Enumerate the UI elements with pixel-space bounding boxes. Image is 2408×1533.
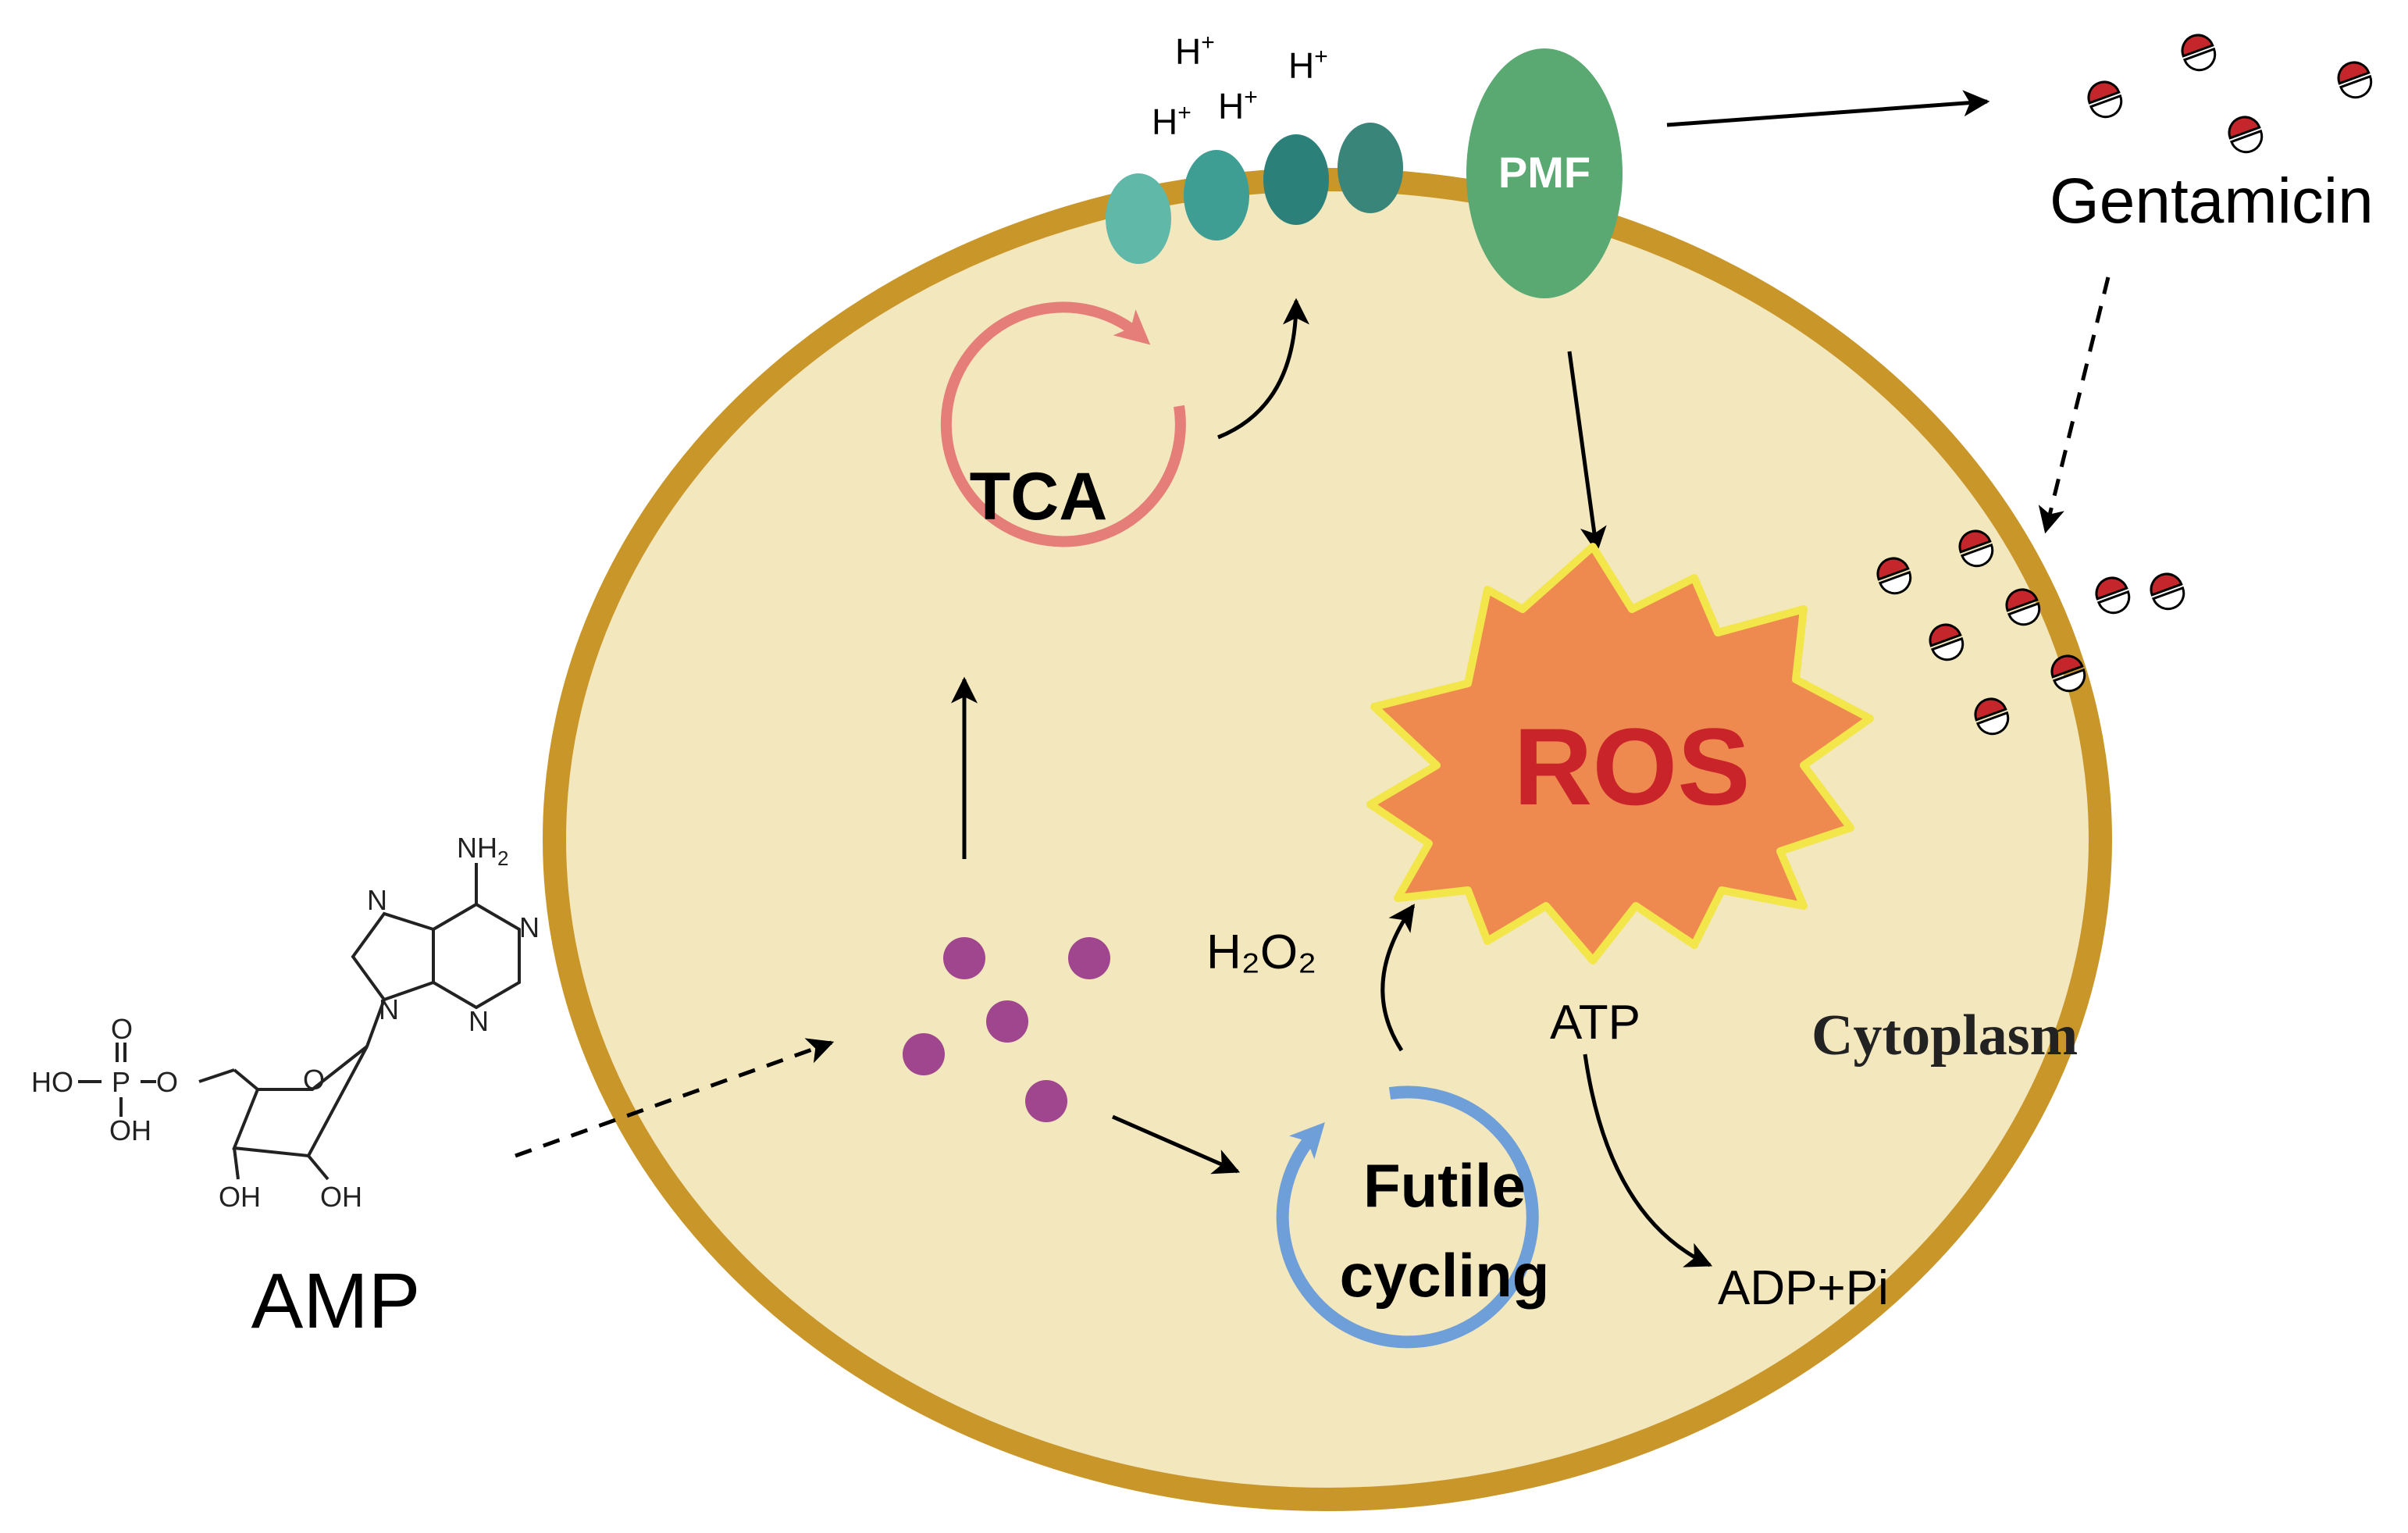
- membrane-channel-2: [1184, 150, 1249, 241]
- arrow-gentamicin-uptake: [2038, 276, 2111, 534]
- gentamicin-molecule: [2087, 80, 2123, 119]
- amp-label: AMP: [251, 1257, 421, 1345]
- amp-oh-phosphate-label: OH: [109, 1114, 151, 1146]
- arrow-amp-uptake: [515, 1038, 835, 1158]
- futile-label-line2: cycling: [1340, 1241, 1550, 1310]
- gentamicin-molecule: [2337, 61, 2373, 99]
- membrane-channel-3: [1263, 134, 1329, 225]
- ros-burst: ROS: [1366, 543, 1874, 964]
- atp-label: ATP: [1550, 996, 1640, 1050]
- gentamicin-molecule: [1929, 623, 1965, 661]
- amp-o-label-double: O: [111, 1013, 133, 1045]
- pmf-protein: [1466, 48, 1623, 298]
- cytoplasm-label: Cytoplasm: [1811, 1004, 2078, 1068]
- proton-3: H+: [1218, 84, 1258, 127]
- proton-2: H+: [1175, 30, 1215, 72]
- amp-n-label: N: [468, 1005, 489, 1037]
- amp-o-label-ether: O: [156, 1066, 178, 1098]
- proton-labels: H+ H+ H+ H+: [1152, 30, 1328, 142]
- amp-oh-sugar-left-label: OH: [219, 1181, 261, 1213]
- amp-structure-labels: NH2 N N N N O O O P HO OH OH OH: [31, 832, 540, 1213]
- membrane-channel-1: [1106, 173, 1171, 264]
- gentamicin-molecule: [2228, 116, 2264, 154]
- metabolite-dot: [1025, 1080, 1067, 1122]
- membrane-channel-4: [1338, 123, 1403, 213]
- amp-n-label: N: [379, 993, 399, 1025]
- arrow-tca-to-channels: [1217, 298, 1309, 440]
- amp-ribose-ring: [232, 1045, 369, 1158]
- gentamicin-molecule: [2095, 576, 2131, 615]
- amp-n-label: N: [367, 884, 387, 916]
- metabolite-dot: [903, 1033, 945, 1075]
- arrow-metabolites-to-futile: [1111, 1114, 1241, 1175]
- tca-label: TCA: [970, 459, 1108, 534]
- arrow-pmf-to-ros: [1567, 351, 1607, 554]
- proton-4: H+: [1288, 44, 1328, 86]
- gentamicin-molecule: [2150, 572, 2185, 611]
- gentamicin-label: Gentamicin: [2050, 166, 2374, 237]
- amp-ho-label: HO: [31, 1066, 73, 1098]
- gentamicin-molecule: [1958, 529, 1994, 568]
- proton-1: H+: [1152, 100, 1192, 142]
- gentamicin-molecule: [1974, 697, 2010, 736]
- proton-pump-complex: [1106, 123, 1403, 264]
- pmf-label: PMF: [1498, 148, 1590, 197]
- ros-label: ROS: [1513, 705, 1750, 828]
- h2o2-label: H₂O₂: [1206, 925, 1316, 979]
- metabolite-dot: [1068, 937, 1110, 979]
- gentamicin-molecule: [2181, 34, 2217, 72]
- futile-cycle-ring: [1276, 1086, 1539, 1349]
- amp-n-label: N: [519, 911, 540, 943]
- gentamicin-molecules-outside: [2087, 34, 2373, 154]
- amp-pyrimidine-ring: [432, 902, 521, 1010]
- tca-cycle-ring: [940, 301, 1186, 547]
- metabolite-dot: [986, 1000, 1028, 1043]
- futile-label-line1: Futile: [1363, 1151, 1526, 1220]
- amp-nh2-label: NH2: [457, 832, 508, 870]
- arrow-pmf-to-gentamicin: [1666, 90, 1990, 127]
- metabolite-dot: [943, 937, 985, 979]
- ros-starburst: [1366, 543, 1874, 964]
- futile-cycle: Futile cycling: [1276, 1086, 1550, 1349]
- arrow-futile-to-ros: [1380, 904, 1416, 1052]
- amp-imidazole-ring: [351, 911, 435, 1002]
- gentamicin-molecule: [2005, 588, 2041, 626]
- gentamicin-molecules-inside: [1876, 529, 2185, 736]
- adp-pi-label: ADP+Pi: [1718, 1261, 1889, 1315]
- amp-structure: [78, 863, 521, 1181]
- amp-ring-o: O: [303, 1064, 325, 1096]
- gentamicin-molecule: [2050, 654, 2086, 693]
- arrow-atp-to-adp: [1583, 1053, 1713, 1267]
- amp-oh-sugar-right-label: OH: [320, 1181, 362, 1213]
- metabolite-dots: [903, 937, 1110, 1122]
- tca-cycle: TCA: [940, 301, 1186, 547]
- amp-p-label: P: [112, 1066, 130, 1098]
- gentamicin-molecule: [1876, 557, 1912, 595]
